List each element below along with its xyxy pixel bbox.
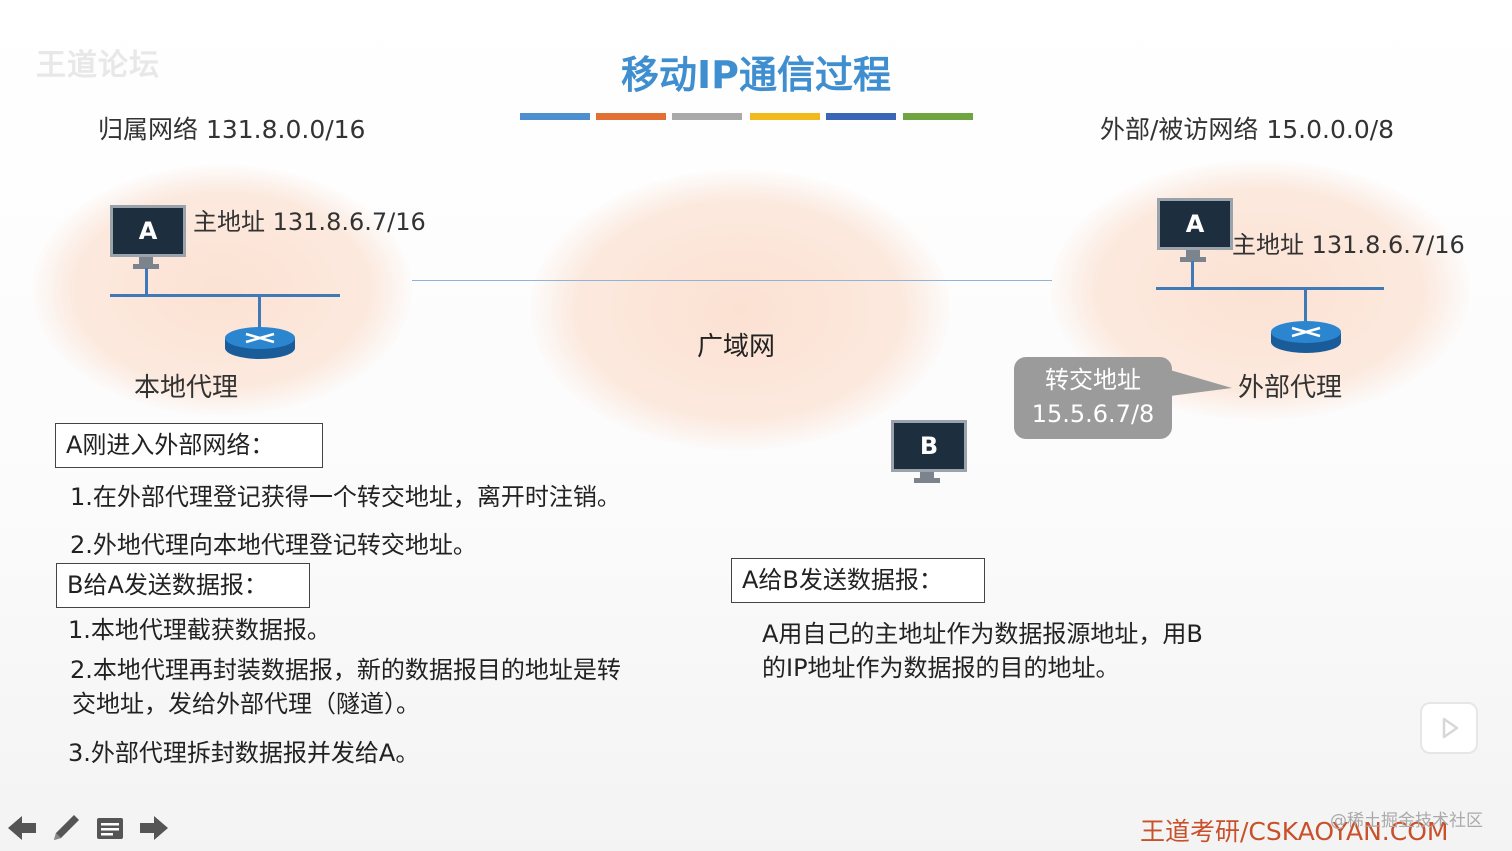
credit-watermark: @稀土掘金技术社区 — [1330, 811, 1483, 831]
section1-item-2: 2.外地代理向本地代理登记转交地址。 — [70, 531, 477, 559]
home-host-a-address: 主地址 131.8.6.7/16 — [193, 208, 426, 236]
foreign-host-drop-line — [1191, 261, 1194, 288]
section3-line-2: 的IP地址作为数据报的目的地址。 — [762, 654, 1120, 682]
section2-item-3: 3.外部代理拆封数据报并发给A。 — [68, 739, 420, 767]
home-host-a-stand — [139, 257, 153, 265]
host-b-stand — [920, 472, 934, 480]
home-network-label: 归属网络 131.8.0.0/16 — [98, 115, 366, 144]
footer-brand: 王道考研/CSKAOYAN.COM — [1140, 817, 1449, 846]
color-bar-4 — [750, 113, 820, 120]
section2-item-1: 1.本地代理截获数据报。 — [68, 616, 331, 644]
care-of-address-title: 转交地址 — [1045, 366, 1141, 394]
foreign-router-drop-line — [1304, 289, 1307, 321]
foreign-network-label: 外部/被访网络 15.0.0.0/8 — [1100, 115, 1395, 144]
home-host-drop-line — [145, 268, 148, 296]
play-button[interactable] — [1420, 702, 1478, 754]
pen-icon[interactable] — [50, 812, 82, 844]
section1-heading: A刚进入外部网络： — [55, 423, 323, 468]
care-of-address-callout: 转交地址 15.5.6.7/8 — [1014, 357, 1172, 439]
foreign-host-a-stand — [1186, 250, 1200, 258]
section2-item-2-cont: 交地址，发给外部代理（隧道）。 — [72, 690, 420, 718]
section2-heading: B给A发送数据报： — [56, 563, 310, 608]
home-router-drop-line — [258, 296, 261, 328]
section3-heading: A给B发送数据报： — [731, 558, 985, 603]
arrow-left-icon[interactable] — [6, 812, 38, 844]
home-host-a-monitor: A — [110, 205, 186, 257]
section1-item-1: 1.在外部代理登记获得一个转交地址，离开时注销。 — [70, 483, 621, 511]
care-of-address-value: 15.5.6.7/8 — [1031, 400, 1155, 428]
host-b-base — [914, 478, 940, 483]
color-bar-6 — [903, 113, 973, 120]
foreign-agent-router-icon — [1271, 321, 1341, 353]
home-lan-bus — [110, 294, 340, 297]
color-bar-2 — [596, 113, 666, 120]
foreign-agent-label: 外部代理 — [1238, 373, 1343, 403]
host-b-monitor: B — [891, 420, 967, 472]
foreign-host-a-address: 主地址 131.8.6.7/16 — [1232, 231, 1465, 259]
watermark: 王道论坛 — [36, 48, 160, 83]
section3-line-1: A用自己的主地址作为数据报源地址，用B — [762, 620, 1203, 648]
home-agent-router-icon — [225, 327, 295, 359]
home-agent-label: 本地代理 — [134, 373, 239, 403]
color-bar-1 — [520, 113, 590, 120]
foreign-host-a-base — [1180, 257, 1206, 262]
wan-label: 广域网 — [697, 332, 776, 362]
home-host-a-base — [133, 264, 159, 269]
wan-cloud — [530, 170, 950, 450]
foreign-lan-bus — [1156, 287, 1384, 290]
wan-link-line — [412, 280, 1052, 281]
callout-pointer — [1170, 370, 1232, 396]
home-cloud — [32, 165, 412, 415]
section2-item-2: 2.本地代理再封装数据报，新的数据报目的地址是转 — [70, 656, 621, 684]
slide-title: 移动IP通信过程 — [621, 53, 891, 97]
menu-icon[interactable] — [94, 812, 126, 844]
color-bar-3 — [672, 113, 742, 120]
foreign-host-a-monitor: A — [1157, 198, 1233, 250]
play-icon — [1442, 717, 1459, 739]
color-bar-5 — [826, 113, 896, 120]
arrow-right-icon[interactable] — [138, 812, 170, 844]
